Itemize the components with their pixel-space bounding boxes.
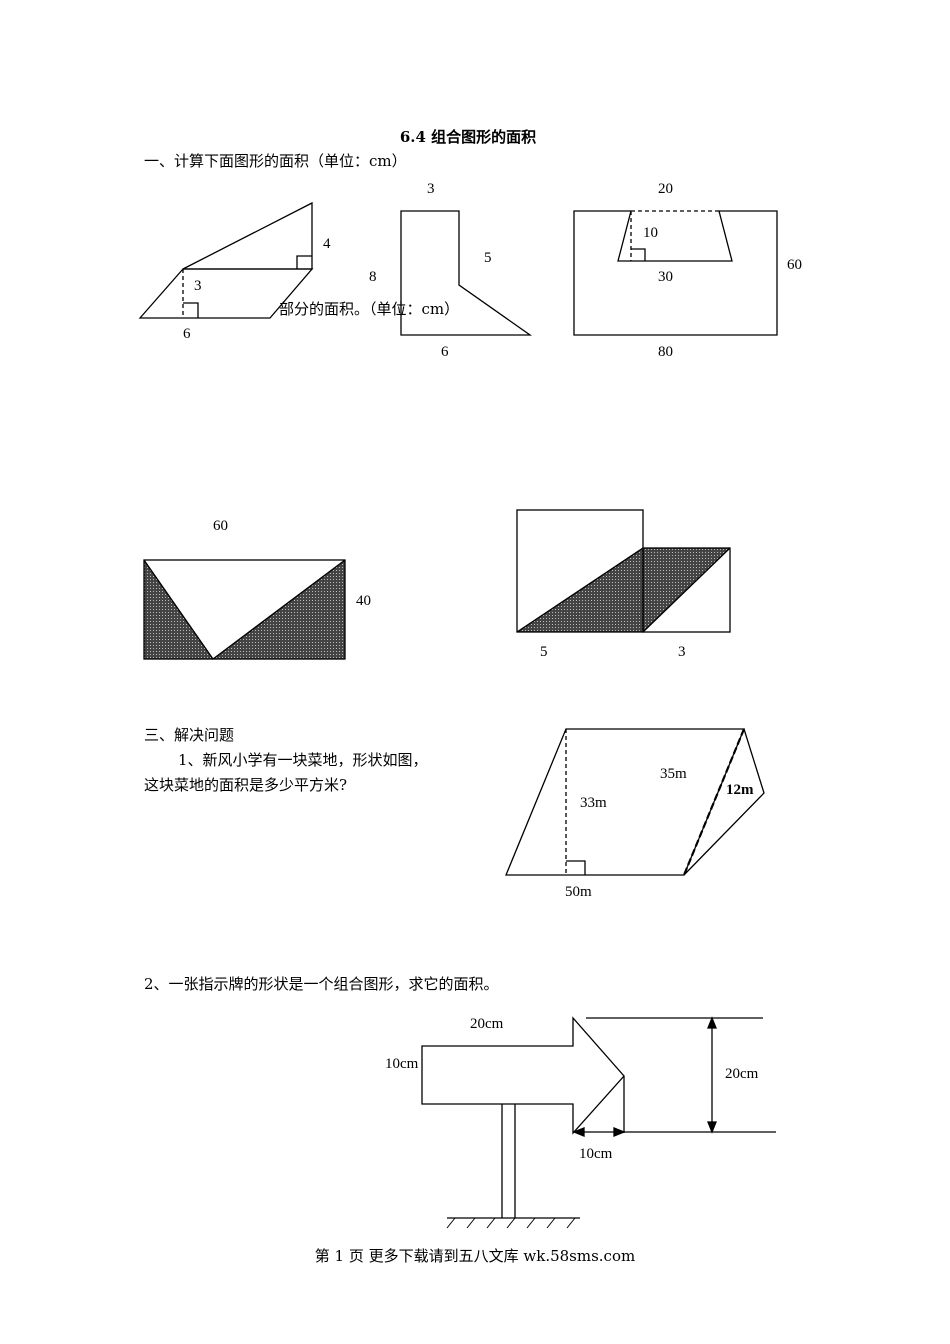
fig2-label-bottom: 6	[441, 344, 449, 360]
footer: 第 1 页 更多下载请到五八文库 wk.58sms.com	[314, 1247, 636, 1265]
fig4-label-width: 60	[213, 518, 228, 534]
figure-2-l-shape	[400, 210, 533, 336]
figure-4-shaded-rect	[143, 559, 346, 660]
page-title: 6.4 组合图形的面积	[399, 128, 537, 146]
fig6-label-base: 50m	[565, 884, 592, 900]
fig7-label-top-width: 20cm	[470, 1016, 504, 1032]
section-3-heading: 三、解决问题	[144, 726, 235, 744]
fig1-label-base: 6	[183, 326, 191, 342]
figure-1-parallelogram-triangle	[138, 201, 314, 319]
question-1-line-2: 这块菜地的面积是多少平方米?	[144, 776, 348, 794]
fig3-label-notch-bottom: 30	[658, 269, 673, 285]
fig7-label-arrow-width: 10cm	[579, 1146, 613, 1162]
fig2-label-top: 3	[427, 181, 435, 197]
fig3-label-right: 60	[787, 257, 802, 273]
question-2: 2、一张指示牌的形状是一个组合图形，求它的面积。	[144, 975, 499, 993]
figure-7-arrow-sign	[421, 1016, 776, 1229]
fig5-label-right: 3	[678, 644, 686, 660]
fig6-label-height: 33m	[580, 795, 607, 811]
fig3-label-top: 20	[658, 181, 673, 197]
fig6-label-tri-height: 12m	[726, 782, 754, 798]
section-2-heading: 部分的面积。（单位：cm）	[279, 300, 460, 318]
figure-3-notched-rect	[573, 210, 778, 336]
figure-5-squares	[516, 509, 731, 633]
fig3-label-notch-height: 10	[643, 225, 658, 241]
fig7-label-arrow-height: 20cm	[725, 1066, 759, 1082]
fig7-label-rect-height: 10cm	[385, 1056, 419, 1072]
fig1-label-top-height: 4	[323, 236, 331, 252]
fig5-label-left: 5	[540, 644, 548, 660]
section-1-heading: 一、计算下面图形的面积（单位：cm）	[144, 152, 407, 170]
fig2-label-left: 8	[369, 269, 377, 285]
fig6-label-slant: 35m	[660, 766, 687, 782]
question-1-line-1: 1、新风小学有一块菜地，形状如图，	[178, 751, 428, 769]
fig4-label-height: 40	[356, 593, 371, 609]
figure-6-vegetable-field	[505, 728, 765, 876]
fig3-label-bottom: 80	[658, 344, 673, 360]
fig1-label-height: 3	[194, 278, 202, 294]
fig2-label-slant: 5	[484, 250, 492, 266]
